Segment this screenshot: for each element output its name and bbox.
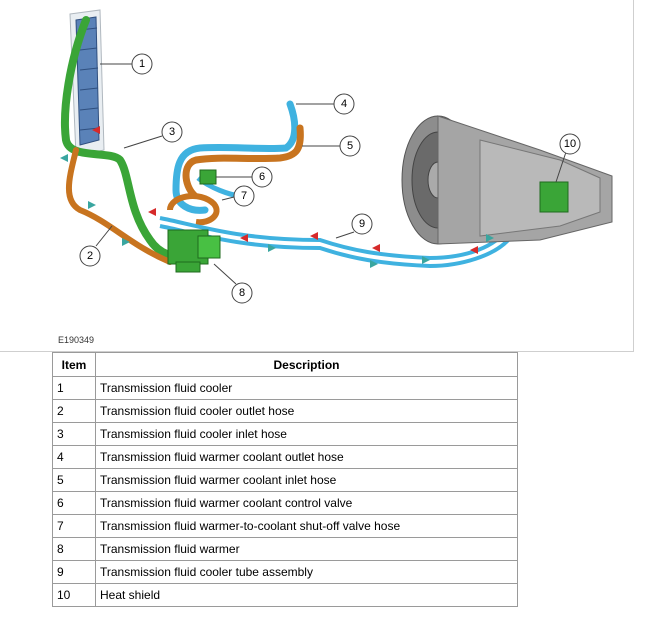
- callout-7: 7: [221, 185, 255, 207]
- svg-text:9: 9: [359, 218, 365, 230]
- callout-4: 4: [296, 93, 355, 115]
- fluid-warmer: [167, 229, 221, 273]
- svg-text:4: 4: [341, 98, 347, 110]
- svg-text:3: 3: [169, 126, 175, 138]
- item-number: 8: [52, 537, 96, 561]
- item-description: Transmission fluid warmer coolant contro…: [95, 491, 518, 515]
- item-number: 1: [52, 376, 96, 400]
- item-description: Transmission fluid cooler outlet hose: [95, 399, 518, 423]
- callout-10: 10: [555, 133, 581, 183]
- item-description: Transmission fluid warmer-to-coolant shu…: [95, 514, 518, 538]
- legend-header-row: Item Description: [52, 352, 518, 377]
- item-number: 6: [52, 491, 96, 515]
- header-description: Description: [95, 352, 518, 377]
- item-description: Transmission fluid cooler tube assembly: [95, 560, 518, 584]
- cooler-pipe: [60, 16, 189, 261]
- svg-text:6: 6: [259, 171, 265, 183]
- item-description: Heat shield: [95, 583, 518, 607]
- item-number: 2: [52, 399, 96, 423]
- item-number: 3: [52, 422, 96, 446]
- item-description: Transmission fluid cooler: [95, 376, 518, 400]
- callout-9: 9: [335, 213, 373, 239]
- callout-2: 2: [79, 225, 113, 267]
- heat-shield-part: [539, 181, 569, 213]
- warmer-loop-hose: [167, 193, 220, 226]
- item-description: Transmission fluid warmer coolant inlet …: [95, 468, 518, 492]
- hose-routing-illustration: 1 2 3 4 5 6 7 8: [60, 9, 613, 304]
- callout-5: 5: [302, 135, 361, 157]
- callout-6: 6: [216, 166, 273, 188]
- figure-id: E190349: [58, 335, 95, 345]
- item-description: Transmission fluid warmer: [95, 537, 518, 561]
- item-description: Transmission fluid warmer coolant outlet…: [95, 445, 518, 469]
- coolant-inlet-hose: [182, 124, 304, 199]
- diagram-figure: 1 2 3 4 5 6 7 8: [0, 0, 634, 352]
- svg-text:2: 2: [87, 250, 93, 262]
- svg-text:8: 8: [239, 287, 245, 299]
- item-description: Transmission fluid cooler inlet hose: [95, 422, 518, 446]
- flow-arrows: [60, 126, 494, 268]
- svg-text:5: 5: [347, 140, 353, 152]
- svg-text:10: 10: [564, 138, 576, 150]
- transmission-housing: [401, 115, 613, 245]
- svg-text:1: 1: [139, 58, 145, 70]
- header-item: Item: [52, 352, 96, 377]
- callout-1: 1: [100, 53, 153, 75]
- coolant-control-valve: [199, 169, 217, 185]
- item-number: 9: [52, 560, 96, 584]
- svg-text:7: 7: [241, 190, 247, 202]
- item-number: 4: [52, 445, 96, 469]
- callout-3: 3: [123, 121, 183, 149]
- callout-8: 8: [213, 263, 253, 304]
- radiator-core: [69, 9, 105, 157]
- cooler-outlet-hose: [65, 147, 173, 265]
- item-number: 7: [52, 514, 96, 538]
- item-number: 10: [52, 583, 96, 607]
- item-number: 5: [52, 468, 96, 492]
